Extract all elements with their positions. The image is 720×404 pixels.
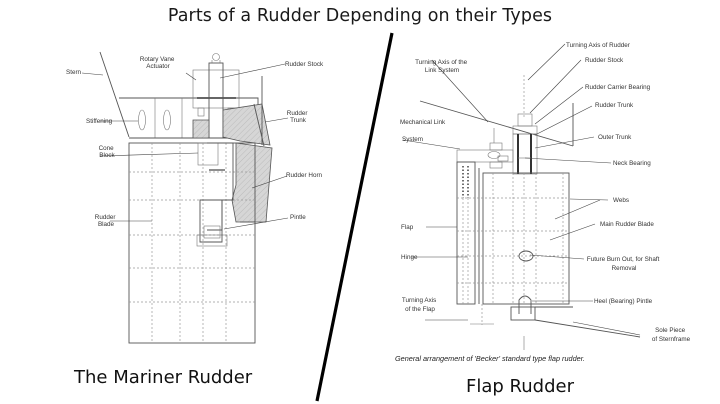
- label-neck-bearing: Neck Bearing: [613, 160, 651, 167]
- label-flap: Flap: [401, 224, 414, 231]
- carrier-bearing: [512, 125, 538, 135]
- future-burn-out: [518, 250, 534, 262]
- label-rudder-horn: Rudder Horn: [286, 172, 323, 179]
- leader-line: [549, 223, 596, 241]
- label-rudder-stock: Rudder Stock: [285, 61, 324, 68]
- label-hinge: Hinge: [401, 254, 418, 261]
- stern-line: [99, 51, 130, 138]
- leader-line: [81, 72, 104, 76]
- leader-line: [529, 254, 585, 260]
- leader-line: [534, 86, 584, 125]
- trunk-slope: [253, 103, 265, 147]
- rudder-stock: [208, 62, 224, 139]
- label-rotary-vane-actuator: Rotary Vane Actuator: [140, 56, 176, 70]
- sternframe-bottom: [534, 319, 641, 338]
- actuator-foot: [197, 107, 205, 117]
- label-stern: Stern: [66, 69, 82, 76]
- sole-piece: [510, 306, 536, 321]
- leader-line: [431, 59, 489, 123]
- link-block: [489, 161, 503, 169]
- label-turning-axis-rudder: Turning Axis of Rudder: [566, 42, 630, 49]
- rudder-trunk-hatch: [222, 103, 271, 146]
- leader-line: [524, 157, 612, 164]
- pintle-housing: [199, 199, 223, 243]
- rudder-horn-hatch: [231, 142, 273, 223]
- main-rudder-blade: [482, 172, 570, 305]
- stock-eye: [212, 53, 220, 61]
- diagram-title: Parts of a Rudder Depending on their Typ…: [167, 6, 553, 26]
- leader-line: [534, 105, 593, 136]
- label-rudder-trunk: Rudder Trunk: [595, 102, 634, 109]
- leader-line: [527, 43, 566, 81]
- leader-line: [251, 175, 288, 189]
- trunk-hatch-left: [192, 119, 210, 139]
- cone-block: [197, 142, 219, 166]
- label-pintle: Pintle: [290, 214, 306, 221]
- flap-rudder-drawing: Turning Axis of Rudder Rudder Stock Turn…: [395, 42, 691, 397]
- label-outer-trunk: Outer Trunk: [598, 134, 632, 141]
- pintle-nut: [196, 234, 228, 247]
- flap-dots: [462, 166, 469, 304]
- outer-trunk: [512, 133, 538, 175]
- flap-rudder-caption: Flap Rudder: [466, 376, 575, 397]
- leader-line: [219, 63, 286, 79]
- leader-line: [529, 59, 582, 114]
- label-stiffening: Stiffening: [86, 118, 113, 125]
- leader-line: [402, 139, 461, 150]
- mariner-rudder-blade: [128, 142, 256, 344]
- label-future-burn-out: Future Burn Out, for Shaft Removal: [587, 256, 661, 272]
- pintle: [203, 225, 221, 239]
- leader-line: [185, 72, 197, 81]
- leader-line: [99, 152, 199, 157]
- label-main-rudder-blade: Main Rudder Blade: [600, 221, 654, 228]
- link-pin: [487, 151, 501, 159]
- mariner-rudder-caption: The Mariner Rudder: [73, 367, 253, 388]
- leader-line: [572, 321, 641, 336]
- flap: [456, 161, 476, 305]
- label-turning-axis-link: Turning Axis of the Link System: [415, 59, 469, 74]
- link-block: [489, 142, 503, 151]
- label-sole-piece: Sole Piece of Sternframe: [652, 327, 691, 343]
- stock-cavity: [207, 142, 234, 231]
- stiffening-opening: [163, 109, 171, 131]
- leader-line: [223, 217, 289, 230]
- label-rudder-carrier-bearing: Rudder Carrier Bearing: [585, 84, 651, 91]
- link-beam: [456, 149, 514, 163]
- label-rudder-blade: Rudder Blade: [95, 214, 117, 228]
- leader-line: [569, 198, 609, 201]
- hull-line: [419, 100, 574, 147]
- leader-line: [554, 199, 601, 220]
- link-block: [497, 155, 509, 162]
- panel-divider: [315, 32, 394, 402]
- label-flap-rudder-stock: Rudder Stock: [585, 57, 624, 64]
- label-mechanical-link-system: Mechanical Link System: [400, 119, 447, 143]
- flap-rudder-note: General arrangement of 'Becker' standard…: [395, 354, 585, 363]
- leader-line: [264, 117, 289, 123]
- blade-grid: [129, 143, 255, 343]
- main-blade-grid: [457, 173, 569, 304]
- rotary-vane-actuator: [192, 69, 240, 109]
- label-webs: Webs: [613, 197, 629, 204]
- leader-line: [534, 136, 595, 149]
- label-cone-block: Cone Block: [99, 145, 116, 159]
- label-turning-axis-flap: Turning Axis of the Flap: [402, 297, 438, 313]
- mariner-rudder-drawing: Stern Rotary Vane Actuator Rudder Stock …: [66, 51, 324, 388]
- label-rudder-trunk: Rudder Trunk: [287, 110, 309, 124]
- stiffening-opening: [138, 109, 146, 131]
- heel-pintle: [518, 295, 532, 314]
- label-heel-pintle: Heel (Bearing) Pintle: [594, 298, 653, 305]
- flap-rudder-stock: [517, 113, 533, 127]
